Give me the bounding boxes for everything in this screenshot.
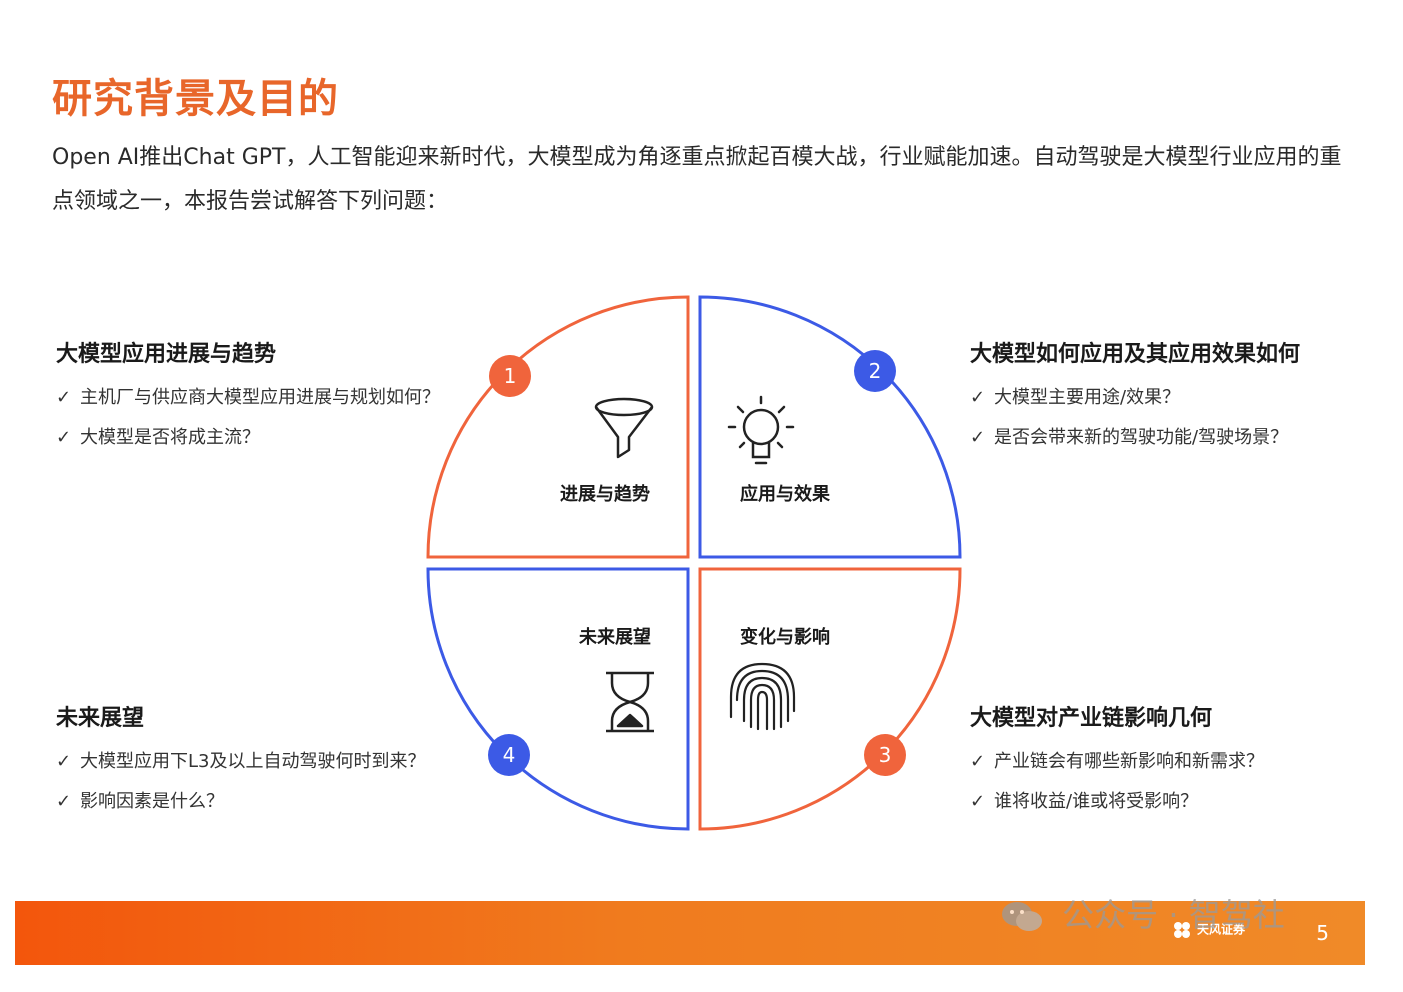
brand-flower-icon	[1173, 922, 1190, 938]
watermark: 公众号 · 智驾社	[1000, 890, 1285, 936]
page-title: 研究背景及目的	[52, 76, 339, 122]
question-block-impact: 大模型对产业链影响几何 ✓产业链会有哪些新影响和新需求？ ✓谁将收益/谁或将受影…	[970, 700, 1264, 822]
question-heading: 大模型如何应用及其应用效果如何	[970, 342, 1301, 367]
quadrant-1	[426, 295, 690, 559]
quadrant-label: 未来展望	[579, 626, 651, 648]
hourglass-icon	[606, 671, 654, 733]
svg-text:2: 2	[869, 359, 882, 383]
page-number: 5	[1316, 921, 1329, 945]
svg-text:1: 1	[504, 364, 517, 388]
brand-logo: 天风证券	[1171, 919, 1245, 941]
check-icon: ✓	[56, 791, 72, 812]
quadrant-4	[426, 567, 690, 831]
question-block-application: 大模型如何应用及其应用效果如何 ✓大模型主要用途/效果？ ✓是否会带来新的驾驶功…	[970, 336, 1300, 458]
check-icon: ✓	[56, 427, 72, 448]
intro-paragraph: Open AI推出Chat GPT，人工智能迎来新时代，大模型成为角逐重点掀起百…	[52, 145, 1342, 214]
question-item: ✓大模型主要用途/效果？	[970, 378, 1300, 418]
quadrant-diagram: 1 2 3 4 进展与趋势 应用与效果 未来展望	[426, 295, 962, 831]
question-heading: 未来展望	[56, 706, 145, 731]
quadrant-label: 应用与效果	[740, 483, 831, 505]
brand-name: 天风证券	[1196, 922, 1245, 937]
badge-3: 3	[864, 734, 906, 776]
check-icon: ✓	[970, 751, 986, 772]
question-item: ✓产业链会有哪些新影响和新需求？	[970, 742, 1264, 782]
check-icon: ✓	[56, 751, 72, 772]
badge-2: 2	[854, 350, 896, 392]
question-block-trends: 大模型应用进展与趋势 ✓主机厂与供应商大模型应用进展与规划如何？ ✓大模型是否将…	[56, 336, 440, 458]
wechat-icon	[1002, 902, 1042, 931]
svg-text:3: 3	[879, 743, 892, 767]
check-icon: ✓	[970, 387, 986, 408]
footer-bar: 天风证券 5	[15, 901, 1365, 965]
svg-text:4: 4	[503, 743, 516, 767]
question-heading: 大模型应用进展与趋势	[56, 342, 277, 367]
badge-1: 1	[489, 355, 531, 397]
watermark-text: 公众号 · 智驾社	[1062, 896, 1285, 934]
funnel-icon	[594, 397, 654, 459]
question-item: ✓大模型是否将成主流？	[56, 418, 440, 458]
quadrant-label: 变化与影响	[740, 626, 830, 648]
lightbulb-icon	[727, 395, 795, 465]
check-icon: ✓	[56, 387, 72, 408]
question-item: ✓是否会带来新的驾驶功能/驾驶场景？	[970, 418, 1300, 458]
quadrant-2	[698, 295, 962, 559]
check-icon: ✓	[970, 791, 986, 812]
quadrant-label: 进展与趋势	[560, 483, 650, 505]
badge-4: 4	[488, 734, 530, 776]
question-block-outlook: 未来展望 ✓大模型应用下L3及以上自动驾驶何时到来？ ✓影响因素是什么？	[56, 700, 425, 822]
question-heading: 大模型对产业链影响几何	[970, 706, 1213, 731]
question-item: ✓谁将收益/谁或将受影响？	[970, 782, 1264, 822]
question-item: ✓主机厂与供应商大模型应用进展与规划如何？	[56, 378, 440, 418]
fingerprint-icon	[729, 662, 796, 731]
check-icon: ✓	[970, 427, 986, 448]
quadrant-3	[698, 567, 962, 831]
question-item: ✓大模型应用下L3及以上自动驾驶何时到来？	[56, 742, 425, 782]
question-item: ✓影响因素是什么？	[56, 782, 425, 822]
